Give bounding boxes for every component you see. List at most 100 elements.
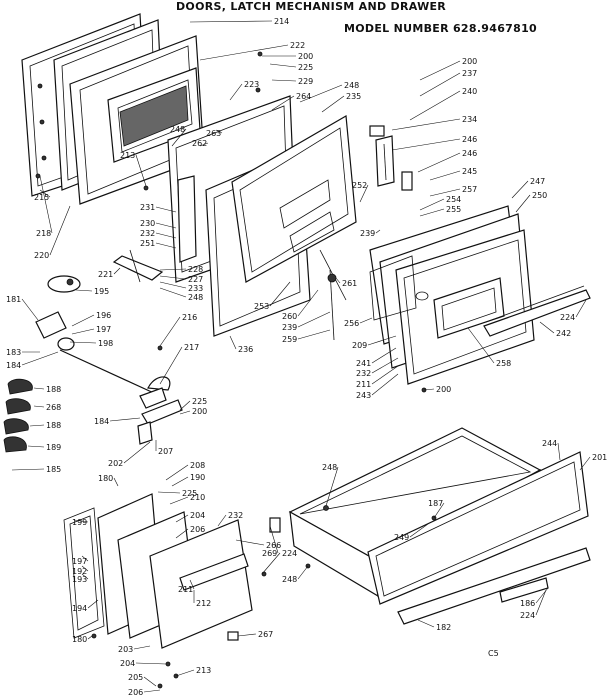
part-callout-232: 232 — [140, 229, 155, 238]
callout-leader-line — [575, 299, 587, 318]
part-callout-188: 188 — [46, 421, 61, 430]
callout-leader-line — [189, 20, 273, 23]
part-callout-181: 181 — [6, 295, 21, 304]
part-callout-180: 180 — [72, 635, 87, 644]
part-callout-180: 180 — [98, 474, 113, 483]
part-callout-190: 190 — [190, 473, 205, 482]
callout-leader-line — [217, 514, 227, 527]
part-callout-244: 244 — [542, 439, 557, 448]
part-callout-193: 193 — [72, 575, 87, 584]
part-callout-199: 199 — [72, 518, 87, 527]
callout-leader-line — [297, 565, 309, 580]
callout-leader-line — [71, 328, 95, 335]
part-callout-213: 213 — [120, 151, 135, 160]
part-callout-204: 204 — [120, 659, 135, 668]
part-callout-243: 243 — [356, 391, 371, 400]
callout-leader-line — [321, 95, 345, 113]
callout-leader-line — [155, 242, 177, 249]
callout-leader-line — [27, 445, 45, 448]
part-callout-231: 231 — [140, 203, 155, 212]
hinge-spring — [47, 275, 81, 293]
part-callout-239: 239 — [360, 229, 375, 238]
callout-leader-line — [81, 565, 89, 572]
part-callout-236: 236 — [238, 345, 253, 354]
callout-leader-line — [235, 539, 265, 546]
part-callout-196: 196 — [96, 311, 111, 320]
part-callout-263: 263 — [206, 129, 221, 138]
oven-door-handle — [483, 285, 591, 337]
part-callout-227: 227 — [188, 275, 203, 284]
part-callout-192: 192 — [72, 567, 87, 576]
callout-leader-line — [39, 175, 53, 234]
callout-leader-line — [73, 519, 89, 523]
callout-leader-line — [21, 351, 59, 366]
callout-leader-line — [557, 442, 561, 461]
part-callout-233: 233 — [188, 284, 203, 293]
part-callout-210: 210 — [190, 493, 205, 502]
callout-leader-line — [49, 205, 71, 256]
callout-leader-line — [215, 129, 223, 134]
callout-leader-line — [539, 321, 555, 334]
callout-leader-line — [511, 180, 529, 199]
callout-leader-line — [159, 268, 187, 271]
callout-leader-line — [229, 83, 243, 101]
callout-leader-line — [419, 60, 461, 81]
part-callout-252: 252 — [352, 181, 367, 190]
callout-leader-line — [371, 365, 399, 385]
callout-leader-line — [189, 579, 195, 590]
callout-leader-line — [419, 198, 445, 211]
callout-leader-line — [409, 90, 461, 121]
callout-leader-line — [371, 373, 399, 396]
callout-leader-line — [297, 311, 331, 328]
part-callout-269: 269 — [262, 549, 277, 558]
part-callout-184: 184 — [94, 417, 109, 426]
callout-leader-line — [175, 669, 195, 677]
part-callout-228: 228 — [188, 265, 203, 274]
callout-leader-line — [367, 335, 397, 346]
drawer-door-handle — [179, 553, 249, 591]
callout-leader-line — [21, 298, 39, 321]
callout-leader-line — [109, 417, 141, 422]
callout-leader-line — [391, 138, 461, 151]
callout-leader-line — [229, 335, 237, 350]
part-callout-248: 248 — [322, 463, 337, 472]
part-callout-214: 214 — [274, 17, 289, 26]
callout-leader-line — [299, 84, 343, 103]
callout-leader-line — [87, 635, 93, 640]
callout-leader-line — [535, 589, 547, 616]
part-callout-206: 206 — [128, 688, 143, 697]
callout-leader-line — [169, 496, 189, 505]
callout-leader-line — [515, 194, 531, 213]
callout-leader-line — [33, 387, 45, 390]
oven-door-outer-panel — [231, 115, 357, 283]
latch-mechanism — [369, 125, 413, 191]
part-callout-255: 255 — [446, 205, 461, 214]
callout-leader-line — [39, 189, 51, 198]
part-callout-225: 225 — [182, 489, 197, 498]
drawer-front-panel — [367, 451, 589, 605]
part-callout-232: 232 — [228, 511, 243, 520]
part-callout-235: 235 — [346, 92, 361, 101]
callout-leader-line — [87, 599, 99, 609]
callout-leader-line — [159, 346, 183, 385]
part-callout-198: 198 — [98, 339, 113, 348]
part-callout-248: 248 — [344, 81, 359, 90]
part-callout-224: 224 — [282, 549, 297, 558]
callout-leader-line — [359, 184, 369, 203]
callout-leader-line — [69, 341, 97, 344]
part-callout-248: 248 — [170, 125, 185, 134]
door-gasket — [369, 255, 417, 321]
callout-leader-line — [199, 44, 289, 61]
part-callout-186: 186 — [520, 599, 535, 608]
part-callout-241: 241 — [356, 359, 371, 368]
part-callout-218: 218 — [36, 229, 51, 238]
callout-leader-line — [135, 154, 147, 187]
callout-leader-line — [419, 72, 461, 97]
callout-leader-line — [467, 327, 495, 364]
part-callout-221: 221 — [98, 270, 113, 279]
callout-leader-line — [29, 424, 45, 427]
part-callout-207: 207 — [158, 447, 173, 456]
part-callout-200: 200 — [436, 385, 451, 394]
corner-mark: C5 — [488, 649, 499, 658]
